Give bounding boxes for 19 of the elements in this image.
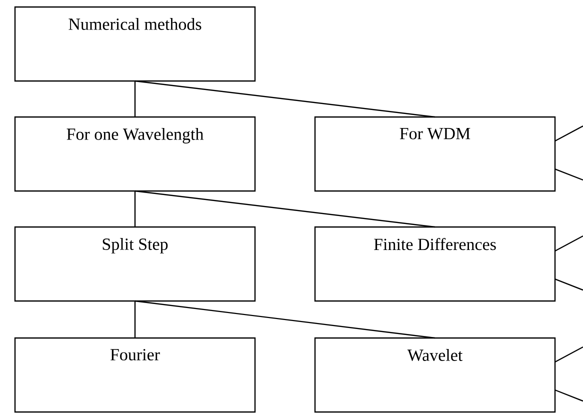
connector-line [134, 191, 136, 227]
connector-line [134, 301, 136, 338]
connector-line [554, 346, 583, 363]
connector-line [554, 278, 583, 291]
connector-line [134, 190, 436, 228]
connector-line [134, 81, 136, 117]
method-box: Wavelet [314, 337, 556, 413]
method-box: Fourier [14, 337, 256, 413]
method-box: For WDM [314, 116, 556, 192]
connector-line [554, 389, 583, 402]
method-box: Split Step [14, 226, 256, 302]
method-box: Numerical methods [14, 6, 256, 82]
connector-line [554, 125, 583, 142]
method-box: Finite Differences [314, 226, 556, 302]
connector-line [134, 80, 436, 118]
connector-line [554, 168, 583, 181]
connector-line [134, 300, 436, 339]
method-box: For one Wavelength [14, 116, 256, 192]
connector-line [554, 235, 583, 252]
